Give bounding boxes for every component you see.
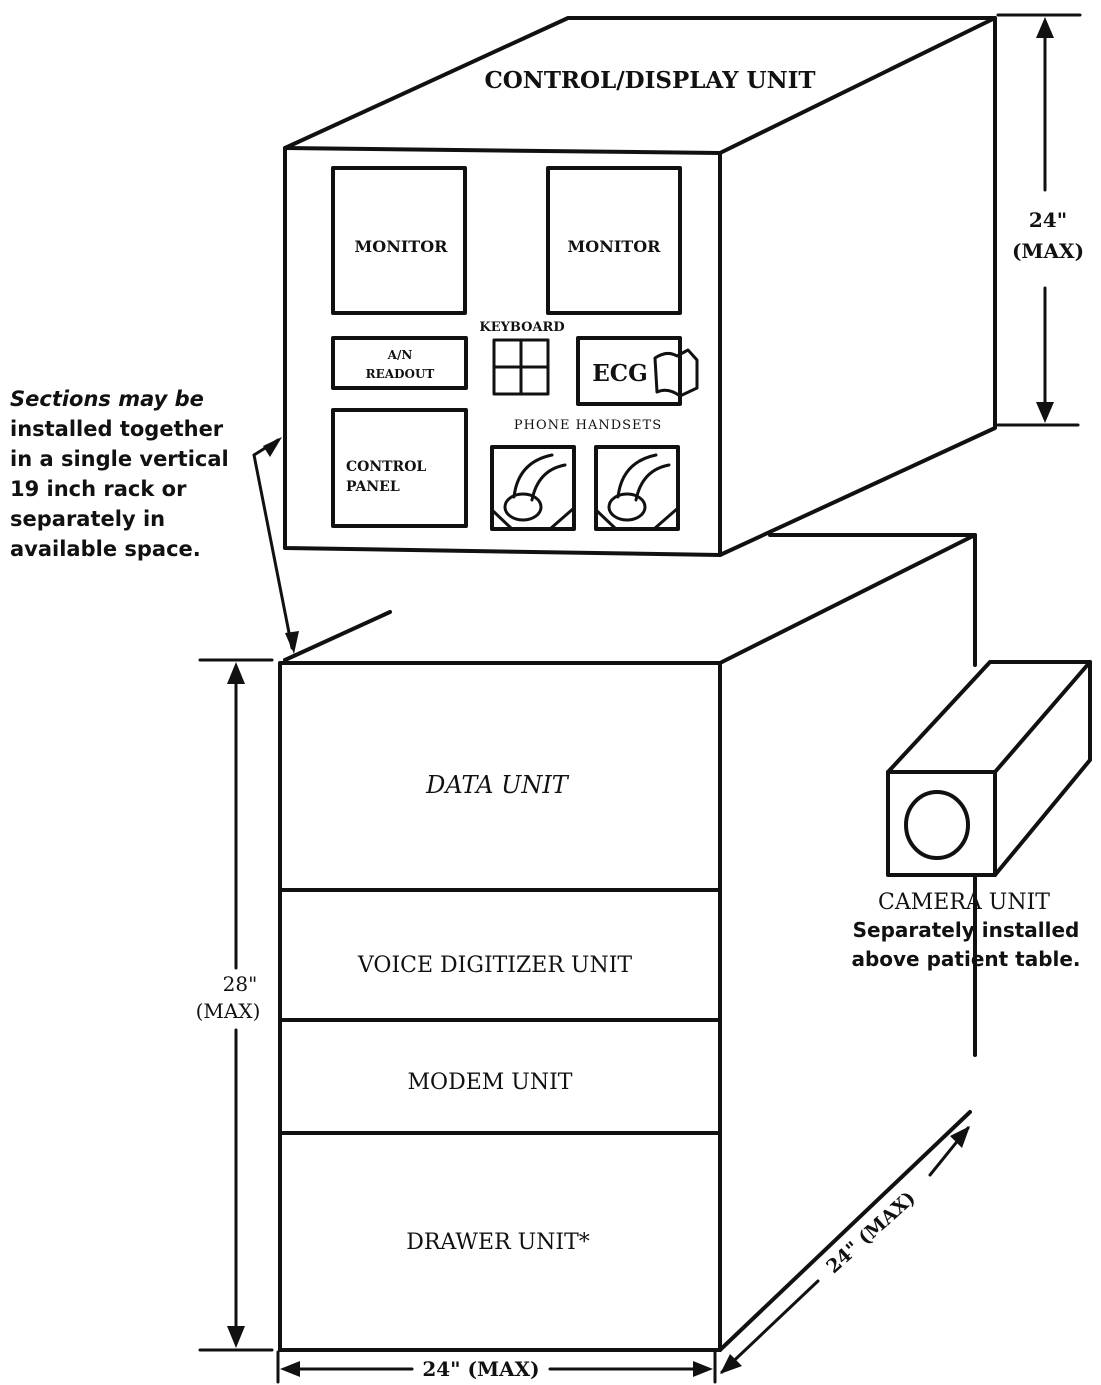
control-panel xyxy=(331,408,468,528)
phone-handset-right-icon xyxy=(594,445,680,531)
note-line-5: separately in xyxy=(10,507,165,531)
monitor-left xyxy=(331,166,467,315)
note-line-2: installed together xyxy=(10,417,224,441)
width-value: 24" (MAX) xyxy=(422,1357,539,1381)
depth-dimension: 24" (MAX) xyxy=(720,1126,970,1374)
rack-bottom-right-edge xyxy=(718,1110,972,1352)
voice-digitizer-unit-label: VOICE DIGITIZER UNIT xyxy=(357,953,632,978)
sections-note: Sections may be installed together in a … xyxy=(10,387,229,561)
camera-lens-icon xyxy=(904,790,970,860)
camera-note-2: above patient table. xyxy=(851,947,1080,971)
control-display-outline xyxy=(283,16,997,557)
note-line-6: available space. xyxy=(10,537,201,561)
camera-unit-title: CAMERA UNIT xyxy=(878,890,1050,915)
control-panel-label-2: PANEL xyxy=(346,479,400,495)
rack-height-dimension: 28" (MAX) xyxy=(196,658,274,1352)
an-readout-label-1: A/N xyxy=(387,348,413,362)
drawer-unit-label: DRAWER UNIT* xyxy=(406,1230,590,1255)
phone-handsets-label: PHONE HANDSETS xyxy=(514,418,662,433)
camera-outline xyxy=(886,660,1092,877)
camera-unit: CAMERA UNIT Separately installed above p… xyxy=(851,660,1092,971)
control-panel-label-1: CONTROL xyxy=(346,459,426,475)
rack-top-right-edge xyxy=(768,533,977,667)
control-display-unit: CONTROL/DISPLAY UNIT MONITOR MONITOR KEY… xyxy=(283,16,997,557)
note-pointer-arrow xyxy=(252,437,299,654)
monitor-right xyxy=(546,166,682,315)
ecg-label: ECG xyxy=(592,360,647,387)
an-readout xyxy=(331,336,468,390)
top-height-value: 24" xyxy=(1029,208,1067,232)
note-line-1: Sections may be xyxy=(10,387,204,411)
note-line-4: 19 inch rack or xyxy=(10,477,187,501)
width-dimension: 24" (MAX) xyxy=(276,1350,717,1384)
rack-top-front-edge xyxy=(718,533,977,665)
top-height-dimension: 24" (MAX) xyxy=(996,13,1084,427)
note-line-3: in a single vertical xyxy=(10,447,229,471)
rack-height-value: 28" xyxy=(223,972,258,996)
camera-note-1: Separately installed xyxy=(853,918,1080,942)
rack-top-left-edge xyxy=(283,610,392,662)
rack-front-face xyxy=(278,661,722,1352)
keyboard-icon xyxy=(492,338,550,396)
depth-value: 24" (MAX) xyxy=(822,1187,920,1278)
monitor-right-label: MONITOR xyxy=(568,237,662,256)
monitor-left-label: MONITOR xyxy=(355,237,449,256)
rack-height-max: (MAX) xyxy=(196,999,261,1023)
an-readout-label-2: READOUT xyxy=(366,367,435,381)
equipment-rack: DATA UNIT VOICE DIGITIZER UNIT MODEM UNI… xyxy=(278,533,977,1352)
modem-unit-label: MODEM UNIT xyxy=(408,1070,573,1095)
phone-handset-left-icon xyxy=(490,445,576,531)
data-unit-label: DATA UNIT xyxy=(425,771,570,799)
ecg-panel xyxy=(576,336,682,406)
top-height-max: (MAX) xyxy=(1012,239,1084,263)
keyboard-label: KEYBOARD xyxy=(479,320,564,335)
control-display-title: CONTROL/DISPLAY UNIT xyxy=(484,67,815,94)
ecg-strip-icon xyxy=(653,348,699,398)
